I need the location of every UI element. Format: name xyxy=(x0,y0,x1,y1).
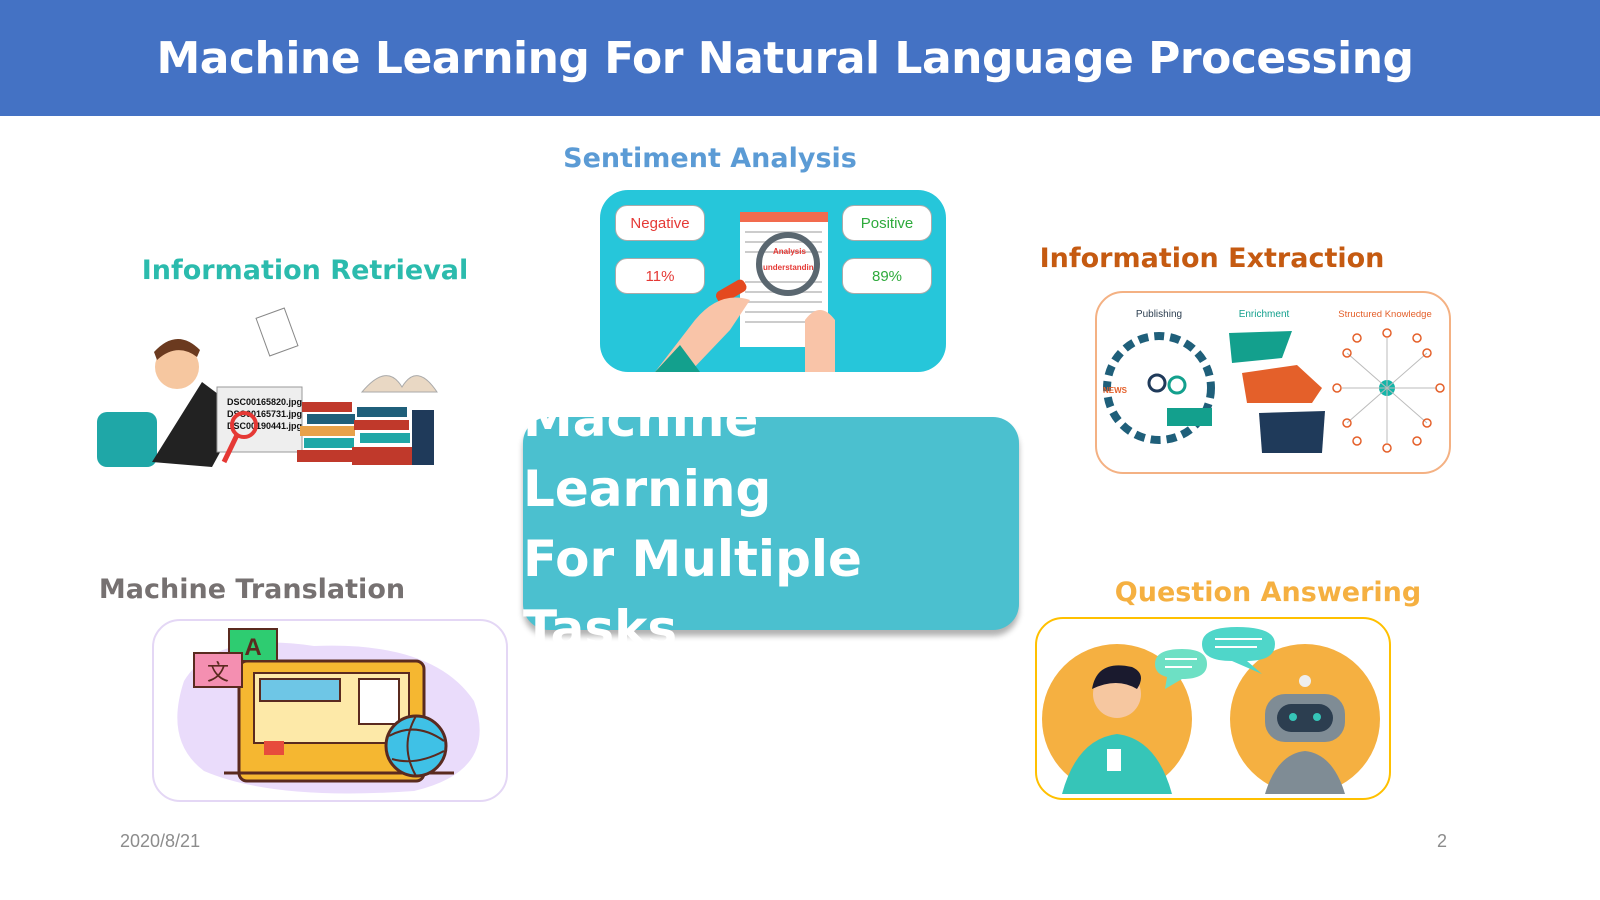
information-retrieval-label: Information Retrieval xyxy=(141,255,469,286)
file-name-2: DSC00165731.jpg xyxy=(227,409,302,419)
file-name-3: DSC00190441.jpg xyxy=(227,421,302,431)
positive-percent: 89% xyxy=(842,258,932,294)
doc-word-understanding: understanding xyxy=(763,263,819,272)
machine-translation-label: Machine Translation xyxy=(98,574,406,605)
stage-enrichment: Enrichment xyxy=(1239,309,1290,320)
researcher-with-files-illustration: DSC00165820.jpg DSC00165731.jpg DSC00190… xyxy=(97,307,438,467)
news-text: NEWS xyxy=(1103,386,1128,395)
information-retrieval-image: DSC00165820.jpg DSC00165731.jpg DSC00190… xyxy=(92,292,448,474)
slide-date: 2020/8/21 xyxy=(120,831,201,851)
glyph-chinese: 文 xyxy=(207,660,229,685)
positive-bubble: Positive xyxy=(842,205,932,241)
question-answering-label: Question Answering xyxy=(1114,577,1422,608)
central-concept-box: Machine Learning For Multiple Tasks xyxy=(523,390,1019,658)
glyph-a: A xyxy=(244,634,261,661)
sentiment-analysis-label: Sentiment Analysis xyxy=(563,143,857,174)
person-robot-chat-illustration xyxy=(1042,627,1380,794)
title-bar: Machine Learning For Natural Language Pr… xyxy=(0,0,1600,116)
information-extraction-label: Information Extraction xyxy=(1039,243,1385,274)
question-answering-image xyxy=(1035,617,1391,800)
file-name-1: DSC00165820.jpg xyxy=(227,397,302,407)
sentiment-analysis-image: Negative 11% Positive 89% Analysis under… xyxy=(600,190,946,372)
machine-translation-image: A 文 xyxy=(152,619,508,802)
slide-title: Machine Learning For Natural Language Pr… xyxy=(156,32,1414,84)
magnifier-document-illustration: Analysis understanding xyxy=(655,212,835,372)
negative-bubble: Negative xyxy=(615,205,705,241)
information-extraction-image: Publishing Enrichment Structured Knowled… xyxy=(1095,291,1451,474)
central-title-line1: Machine Learning xyxy=(523,389,772,518)
extraction-pipeline-illustration: Publishing Enrichment Structured Knowled… xyxy=(1103,309,1445,453)
stage-publishing: Publishing xyxy=(1136,309,1182,320)
negative-percent: 11% xyxy=(615,258,705,294)
computer-translation-illustration: A 文 xyxy=(177,628,480,794)
central-title-line2: For Multiple Tasks xyxy=(523,529,862,658)
slide-number: 2 xyxy=(1437,831,1448,851)
doc-word-analysis: Analysis xyxy=(773,247,806,256)
stage-structured-knowledge: Structured Knowledge xyxy=(1338,309,1431,320)
